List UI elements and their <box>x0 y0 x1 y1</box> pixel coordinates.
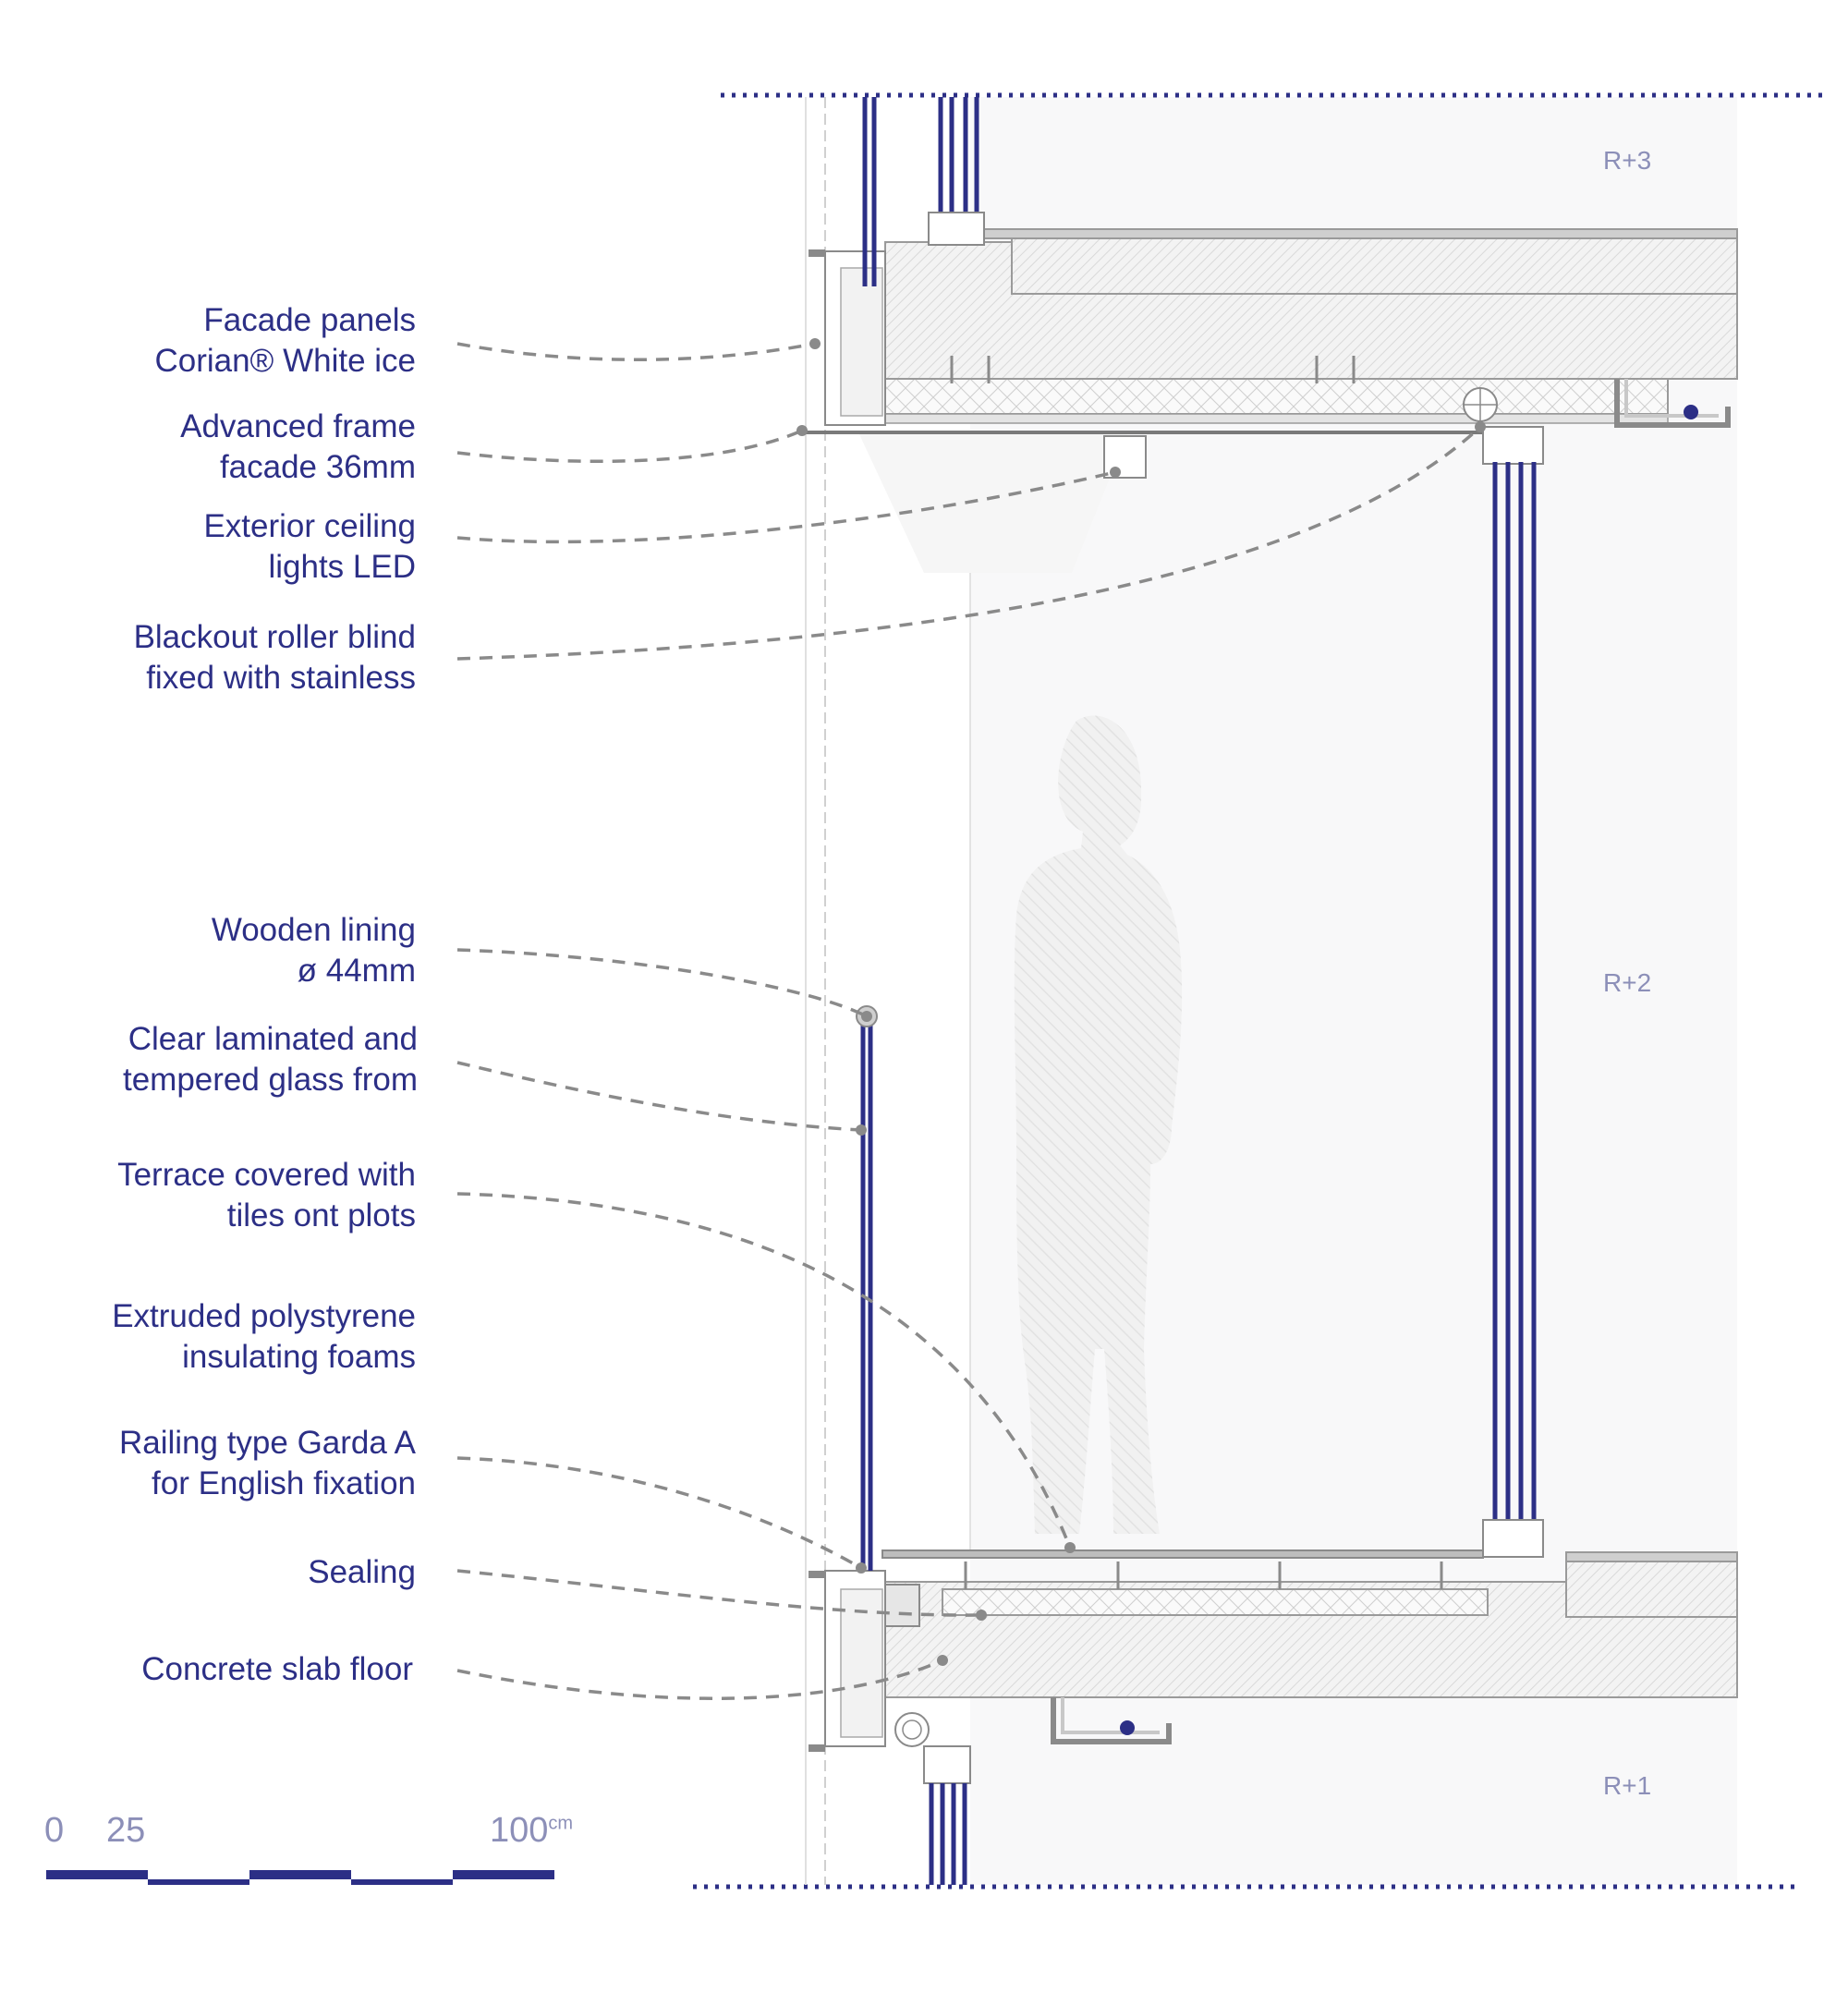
light-cone <box>859 434 1127 573</box>
railing <box>856 1005 878 1571</box>
bottom-slab <box>808 1549 1738 1752</box>
human-silhouette <box>1014 715 1183 1534</box>
leader-lines <box>456 342 1482 1700</box>
level-label-r3: R+3 <box>1603 146 1652 175</box>
level-label-r2: R+2 <box>1603 968 1652 997</box>
level-label-r1: R+1 <box>1603 1771 1652 1800</box>
scale-bar <box>46 1870 554 1885</box>
main-glazing <box>1482 426 1544 1558</box>
leader-dots <box>796 338 1486 1666</box>
lower-glazing <box>923 1745 971 1885</box>
annotation-sealing: Sealing <box>308 1554 416 1590</box>
scale-label-full: 100cm <box>490 1811 574 1850</box>
upper-glazing <box>862 97 985 286</box>
annotation-concrete-slab: Concrete slab floor <box>141 1651 413 1687</box>
scale-unit: cm <box>548 1813 574 1834</box>
scale-label-quarter: 25 <box>106 1811 146 1850</box>
scale-label-zero: 0 <box>44 1811 65 1850</box>
top-slab <box>802 228 1738 479</box>
